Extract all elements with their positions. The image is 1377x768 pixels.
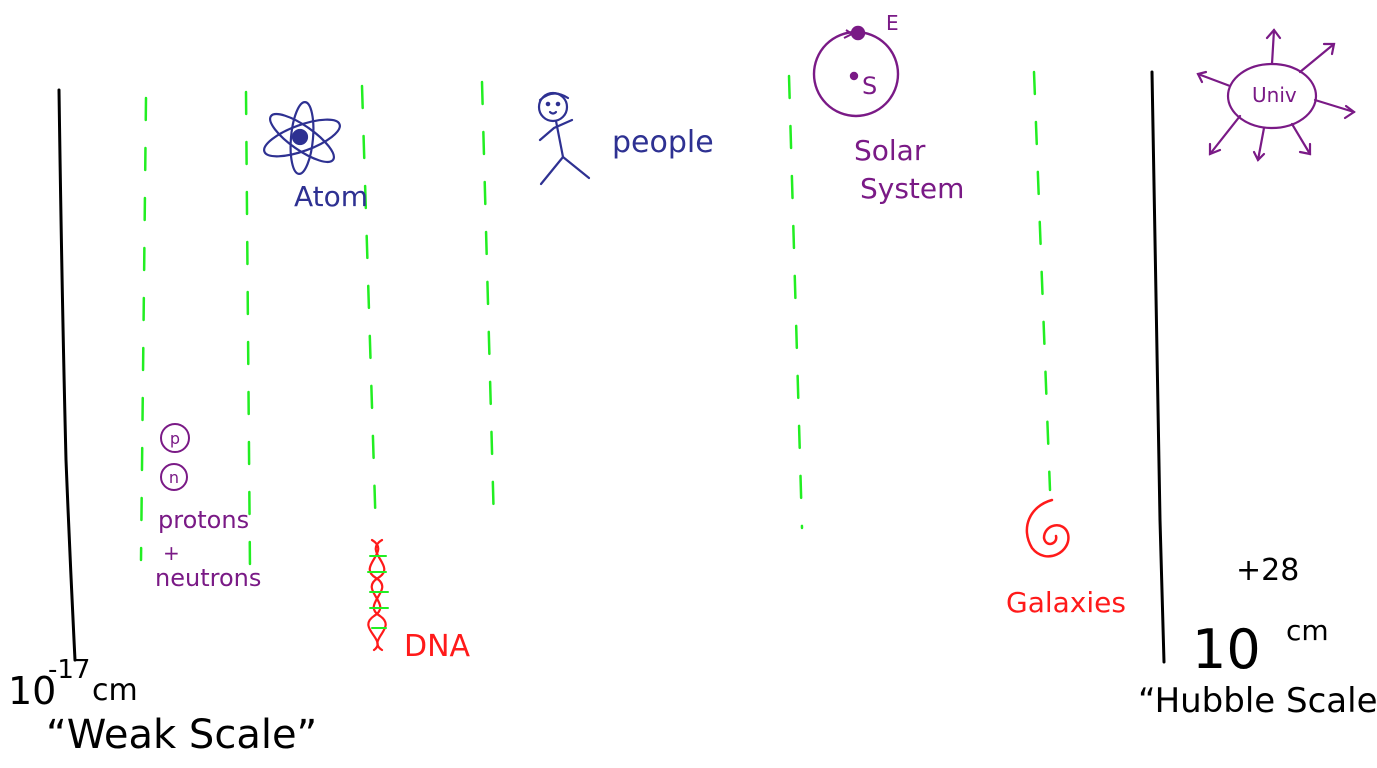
protons-neutrons-group: p n protons + neutrons (155, 423, 261, 592)
earth-label: E (886, 11, 899, 35)
divider-3 (360, 84, 378, 537)
stick-figure-icon (537, 91, 591, 186)
neutron-circle-icon (160, 463, 188, 491)
hubble-scale-annotation: +28 10 cm “Hubble Scale” (1138, 553, 1377, 721)
universe-label: Univ (1252, 83, 1297, 107)
galaxies-label: Galaxies (1006, 586, 1126, 619)
weak-scale-name: “Weak Scale” (46, 712, 317, 758)
weak-scale-exponent: -17 (48, 655, 90, 685)
hubble-scale-base: 10 (1192, 618, 1261, 681)
solar-system-icon (812, 25, 900, 118)
plus-sign: + (163, 541, 180, 565)
scale-dividers (139, 70, 1052, 572)
boundary-lines (57, 70, 1166, 664)
left-boundary-line (57, 88, 77, 662)
dna-group: DNA (367, 538, 471, 664)
right-boundary-line (1150, 70, 1166, 664)
expanding-universe-icon (1196, 28, 1356, 162)
divider-1 (139, 96, 148, 562)
solar-label: Solar (854, 134, 926, 167)
divider-5 (787, 74, 804, 530)
dna-label: DNA (404, 629, 471, 664)
spiral-galaxy-icon (1025, 498, 1070, 558)
hubble-scale-exponent: +28 (1236, 553, 1299, 588)
divider-4 (480, 80, 496, 527)
galaxies-group: Galaxies (1006, 498, 1126, 619)
weak-scale-base: 10 (8, 669, 56, 713)
weak-scale-annotation: 10 -17 cm “Weak Scale” (8, 655, 317, 758)
proton-letter: p (170, 429, 180, 448)
dna-helix-icon (367, 538, 389, 652)
atom-group: Atom (263, 101, 368, 213)
atom-icon (263, 101, 341, 175)
divider-2 (244, 90, 252, 572)
hubble-scale-name: “Hubble Scale” (1138, 681, 1377, 721)
neutron-letter: n (169, 468, 179, 487)
system-label: System (860, 172, 964, 205)
sun-label: S (862, 72, 877, 100)
proton-circle-icon (160, 423, 190, 453)
neutrons-label: neutrons (155, 564, 261, 592)
weak-scale-unit: cm (92, 673, 138, 708)
people-group: people (537, 91, 714, 186)
universe-group: Univ (1196, 28, 1356, 162)
people-label: people (612, 125, 714, 160)
protons-label: protons (158, 506, 249, 534)
atom-label: Atom (294, 180, 368, 213)
hubble-scale-unit: cm (1286, 614, 1329, 647)
divider-6 (1032, 70, 1052, 492)
solar-system-group: E S Solar System (812, 11, 964, 205)
